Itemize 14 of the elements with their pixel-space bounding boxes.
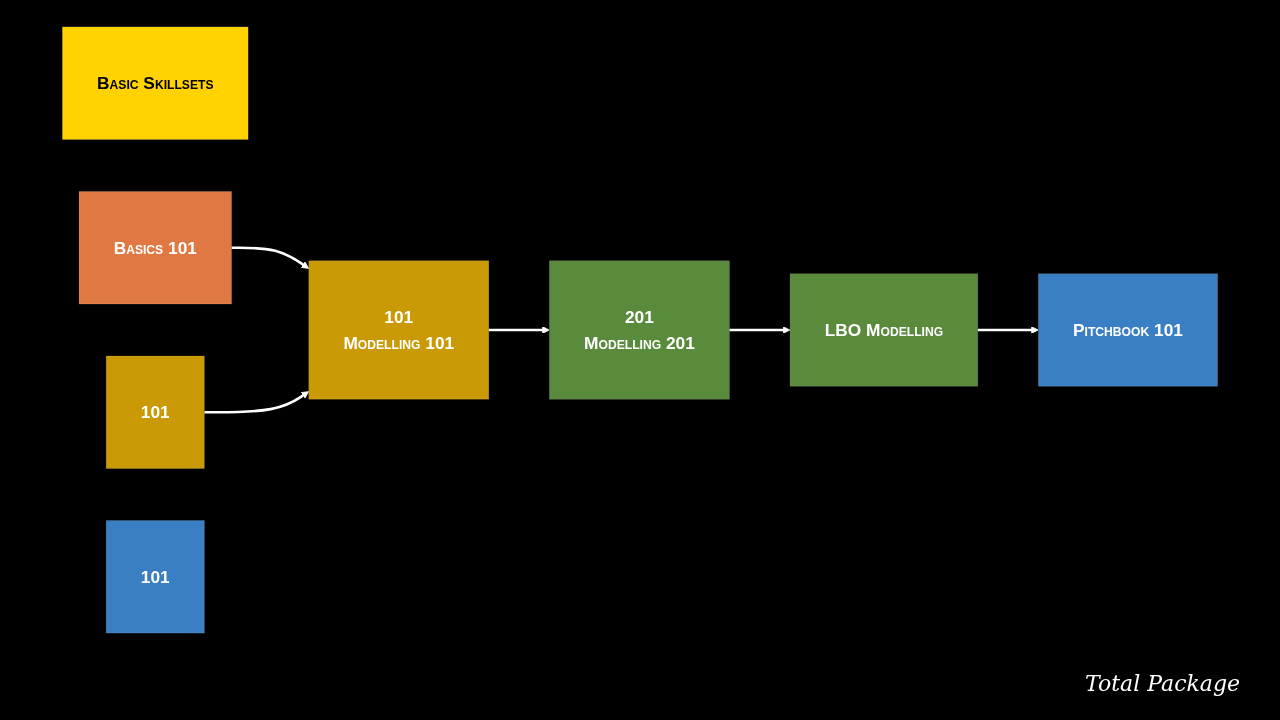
arrow bbox=[729, 326, 791, 334]
node-box: LBO Modelling bbox=[789, 273, 979, 387]
signature-text: Total Package bbox=[1085, 671, 1240, 696]
node-box: 101 bbox=[105, 355, 205, 469]
node-box: Basic Skillsets bbox=[62, 26, 249, 140]
node-box: Basics 101 bbox=[78, 191, 232, 305]
arrow bbox=[488, 326, 550, 334]
node-box: 101 Modelling 101 bbox=[308, 260, 490, 400]
arrow bbox=[204, 391, 310, 414]
node-box: 201 Modelling 201 bbox=[548, 260, 730, 400]
node-box: Pitchbook 101 bbox=[1037, 273, 1218, 387]
arrow bbox=[977, 326, 1039, 334]
node-box: 101 bbox=[105, 520, 205, 634]
arrow bbox=[231, 246, 310, 269]
